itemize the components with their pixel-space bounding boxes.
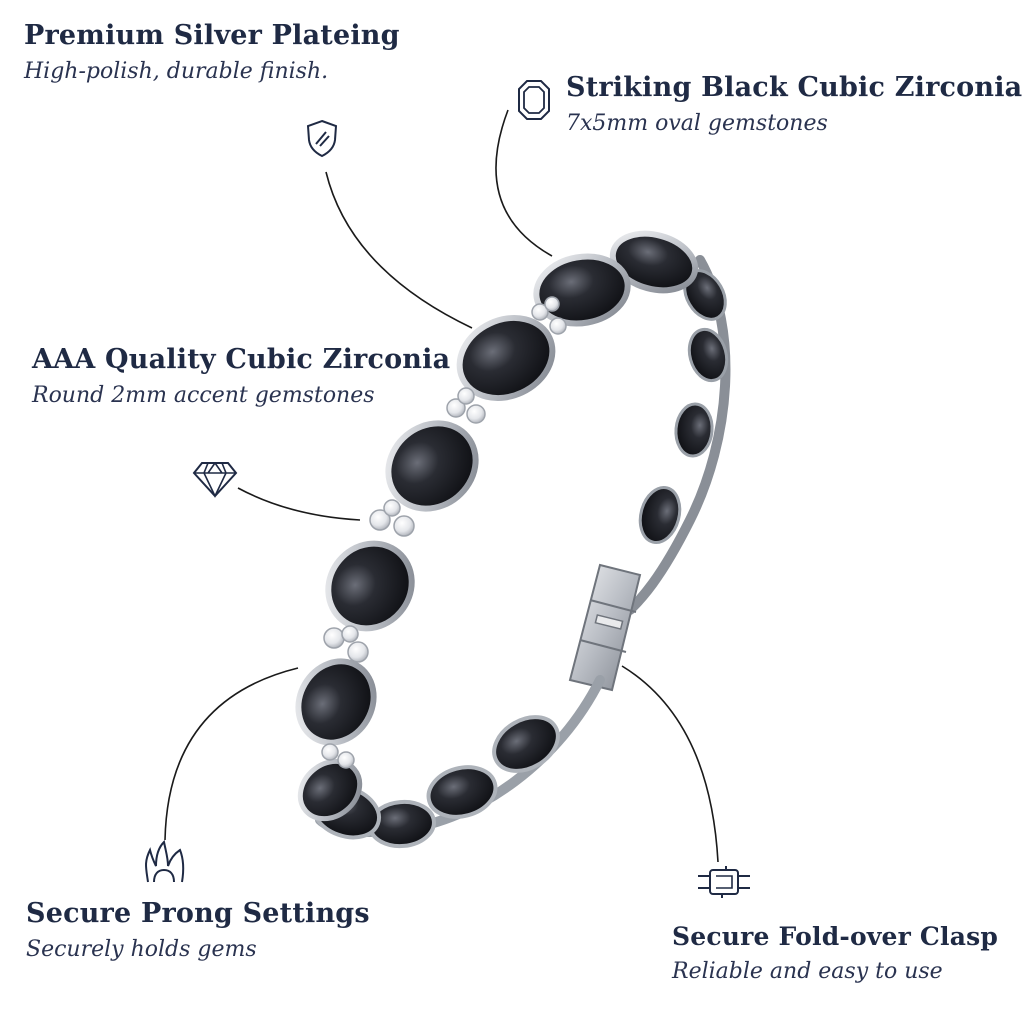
prong-claw-icon <box>145 839 185 883</box>
feature-clasp-title: Secure Fold-over Clasp <box>672 922 999 951</box>
connector-black-cz <box>495 109 553 257</box>
shield-icon <box>306 119 338 158</box>
diamond-icon <box>192 462 238 498</box>
connector-plating <box>325 171 473 329</box>
accent-stones <box>321 296 567 769</box>
feature-clasp: Secure Fold-over Clasp Reliable and easy… <box>672 922 998 984</box>
feature-plating-subtitle: High-polish, durable finish. <box>24 59 329 84</box>
connector-lines <box>164 109 719 863</box>
feature-black-cz: Striking Black Cubic Zirconia 7x5mm oval… <box>566 72 1022 136</box>
clasp-icon <box>698 866 750 898</box>
bracelet-back-chain <box>625 255 731 615</box>
feature-prong-subtitle: Securely holds gems <box>26 937 257 962</box>
feature-prong: Secure Prong Settings Securely holds gem… <box>26 898 370 962</box>
bracelet-front-chain <box>295 230 699 822</box>
feature-aaa-cz-title: AAA Quality Cubic Zirconia <box>32 344 451 375</box>
feature-plating-title: Premium Silver Plateing <box>24 20 400 51</box>
feature-aaa-cz: AAA Quality Cubic Zirconia Round 2mm acc… <box>32 344 450 408</box>
bracelet-bottom-chain <box>311 675 605 849</box>
feature-black-cz-title: Striking Black Cubic Zirconia <box>566 72 1023 103</box>
connector-clasp <box>621 665 719 863</box>
feature-plating: Premium Silver Plateing High-polish, dur… <box>24 20 400 84</box>
feature-clasp-subtitle: Reliable and easy to use <box>672 959 943 984</box>
feature-black-cz-subtitle: 7x5mm oval gemstones <box>566 111 828 136</box>
connector-prong <box>164 667 299 841</box>
feature-prong-title: Secure Prong Settings <box>26 898 370 929</box>
feature-aaa-cz-subtitle: Round 2mm accent gemstones <box>32 383 375 408</box>
connector-aaa-cz <box>237 487 361 521</box>
octagon-gem-icon <box>518 80 550 120</box>
bracelet-clasp <box>568 563 642 692</box>
